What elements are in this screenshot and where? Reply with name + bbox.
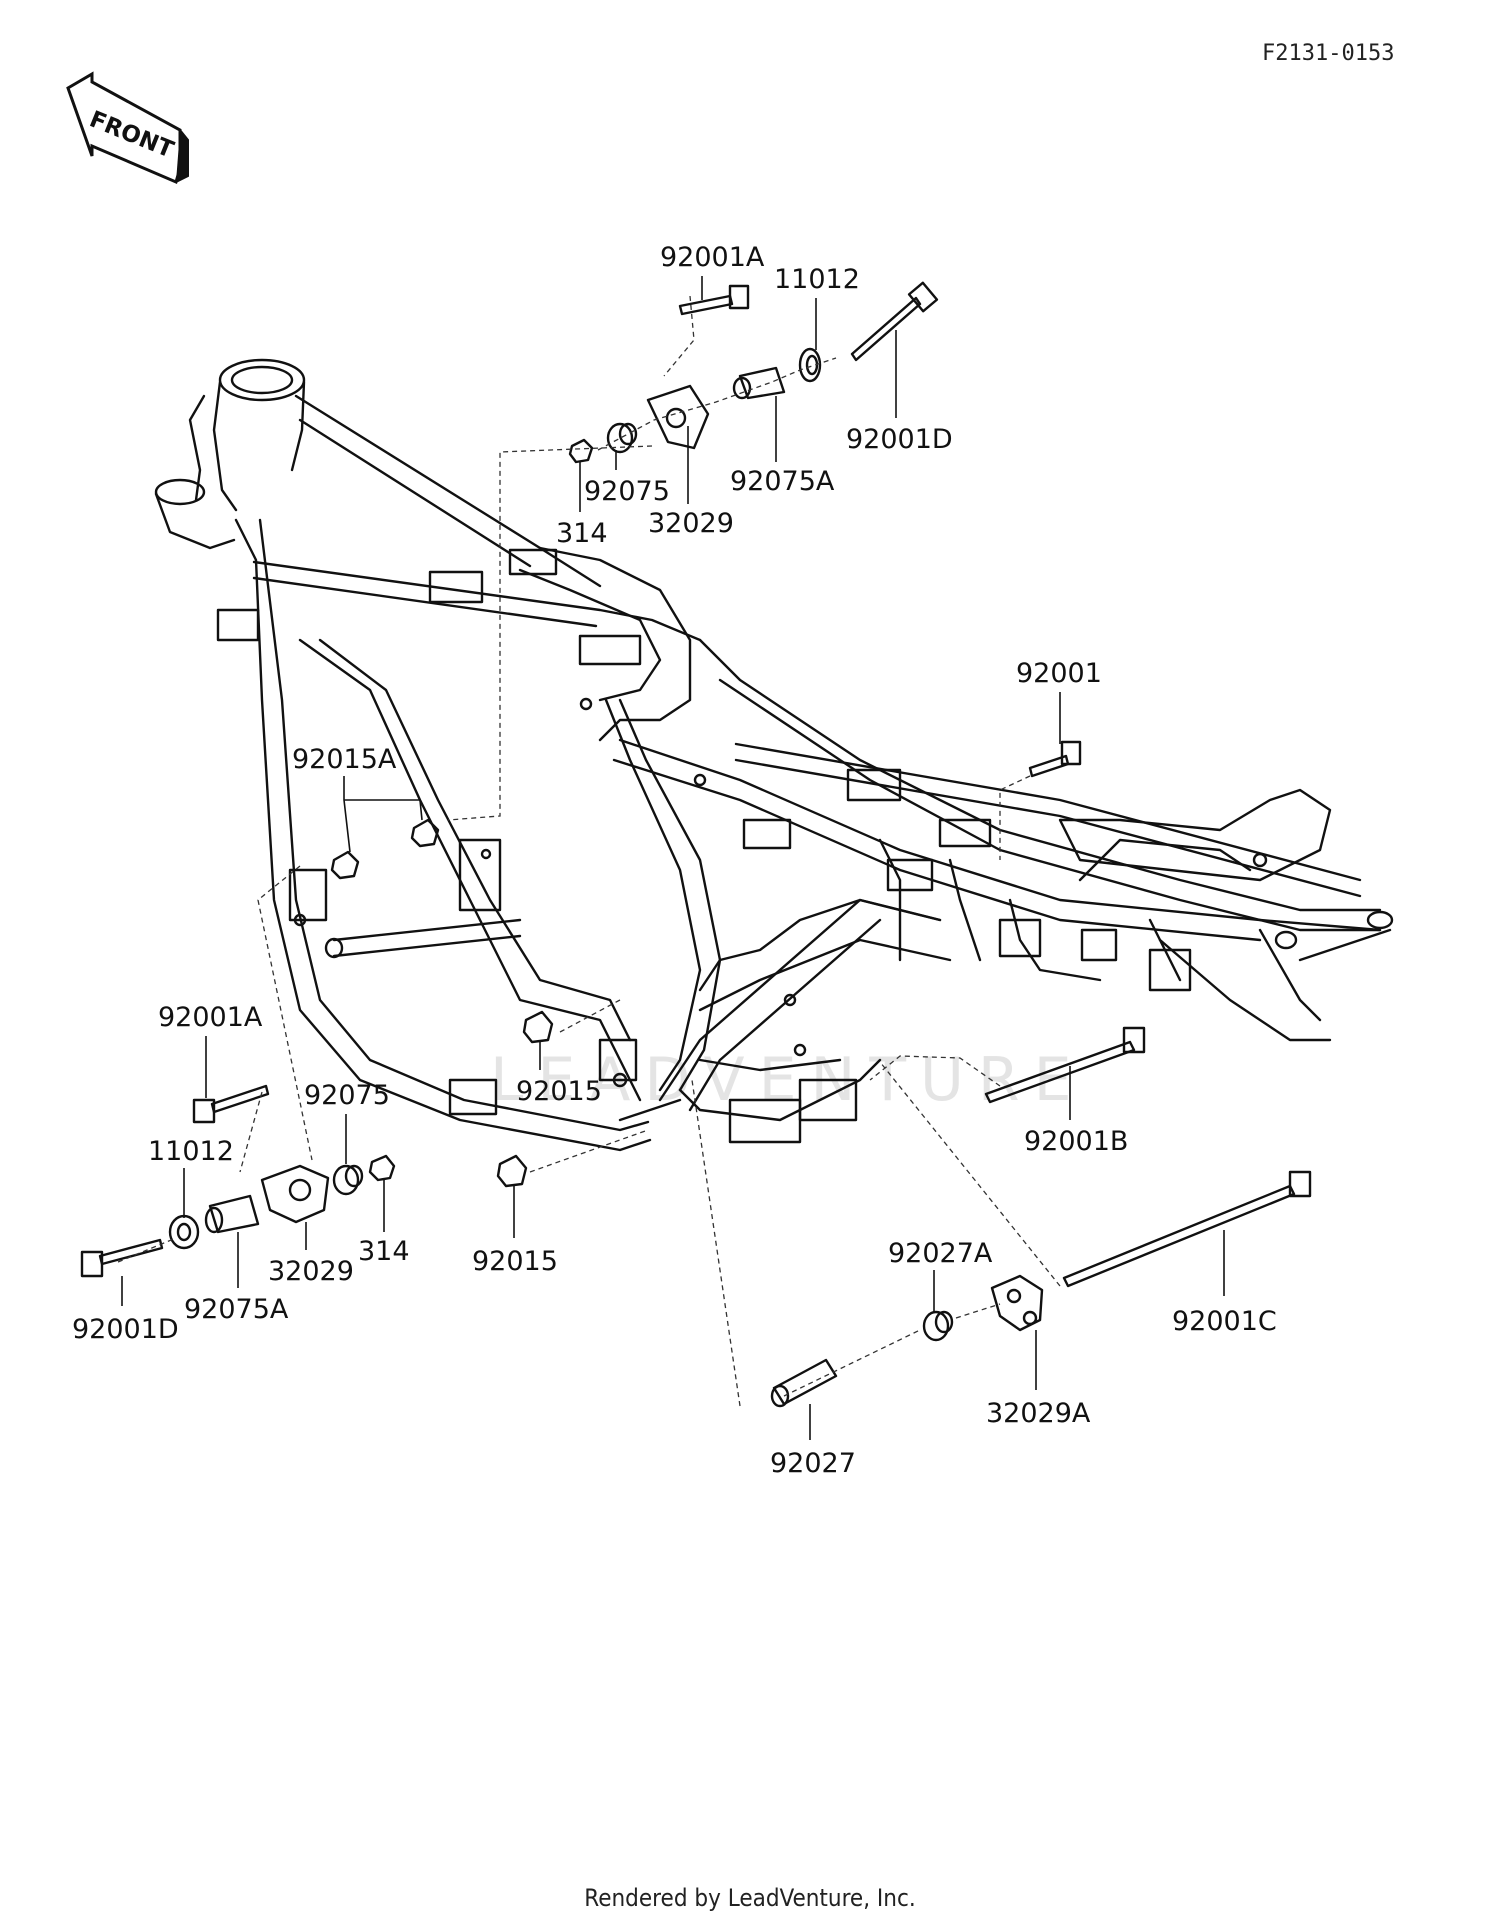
callout-92015-low: 92015 bbox=[472, 1246, 558, 1277]
bolt-92001 bbox=[1028, 740, 1082, 778]
nut-92015A-a bbox=[330, 850, 360, 880]
callout-92001B: 92001B bbox=[1024, 1126, 1128, 1157]
callout-32029-left: 32029 bbox=[268, 1256, 354, 1287]
callout-labels: 92001A 11012 92001D 92075A 92075 32029 3… bbox=[72, 242, 1277, 1479]
callout-92027A: 92027A bbox=[888, 1238, 993, 1269]
callout-32029-top: 32029 bbox=[648, 508, 734, 539]
collar-92075A-top bbox=[732, 366, 786, 400]
callout-11012-left: 11012 bbox=[148, 1136, 234, 1167]
bracket-32029-top bbox=[646, 384, 710, 450]
collar-92075-top bbox=[606, 422, 638, 454]
callout-92075-top: 92075 bbox=[584, 476, 670, 507]
bracket-32029A bbox=[990, 1274, 1044, 1332]
callout-92001D-left: 92001D bbox=[72, 1314, 179, 1345]
callout-32029A: 32029A bbox=[986, 1398, 1091, 1429]
footer-credit: Rendered by LeadVenture, Inc. bbox=[584, 1884, 916, 1912]
callout-92027: 92027 bbox=[770, 1448, 856, 1479]
callout-92075-left: 92075 bbox=[304, 1080, 390, 1111]
bracket-32029-left bbox=[260, 1164, 330, 1224]
callout-92001D-top: 92001D bbox=[846, 424, 953, 455]
callout-92015A: 92015A bbox=[292, 744, 397, 775]
callout-92001A-left: 92001A bbox=[158, 1002, 263, 1033]
callout-11012-top: 11012 bbox=[774, 264, 860, 295]
collar-11012-left bbox=[168, 1214, 200, 1250]
callout-92001C: 92001C bbox=[1172, 1306, 1277, 1337]
nut-92015-low bbox=[496, 1154, 528, 1188]
callout-314-left: 314 bbox=[358, 1236, 410, 1267]
bolt-92001C bbox=[1062, 1170, 1312, 1288]
leader-lines bbox=[121, 276, 1225, 1440]
collar-92075-left bbox=[332, 1164, 364, 1196]
collar-92075A-left bbox=[204, 1194, 260, 1234]
nut-314-left bbox=[368, 1154, 396, 1182]
collar-92027A bbox=[922, 1310, 954, 1342]
callout-92075A-left: 92075A bbox=[184, 1294, 289, 1325]
callout-92075A-top: 92075A bbox=[730, 466, 835, 497]
bolt-92001D-top bbox=[850, 281, 939, 362]
bolt-92001D-left bbox=[80, 1238, 164, 1278]
bolt-92001A-top bbox=[678, 284, 750, 316]
assembly-lines bbox=[117, 295, 1061, 1407]
callout-92001: 92001 bbox=[1016, 658, 1102, 689]
nut-314-top bbox=[568, 438, 594, 464]
bolt-92001A-left bbox=[192, 1084, 270, 1124]
callout-92015-mid: 92015 bbox=[516, 1076, 602, 1107]
nut-92015A-b bbox=[410, 818, 440, 848]
sleeve-92027 bbox=[770, 1358, 838, 1408]
nut-92015-mid bbox=[522, 1010, 554, 1044]
callout-314-top: 314 bbox=[556, 518, 608, 549]
front-arrow-icon: FRONT bbox=[66, 71, 189, 185]
motorcycle-frame bbox=[154, 358, 1394, 1152]
callout-92001A-top: 92001A bbox=[660, 242, 765, 273]
watermark-text: LEADVENTURE bbox=[490, 1045, 1086, 1115]
bolt-92001B bbox=[984, 1026, 1146, 1104]
document-id: F2131-0153 bbox=[1262, 41, 1394, 66]
